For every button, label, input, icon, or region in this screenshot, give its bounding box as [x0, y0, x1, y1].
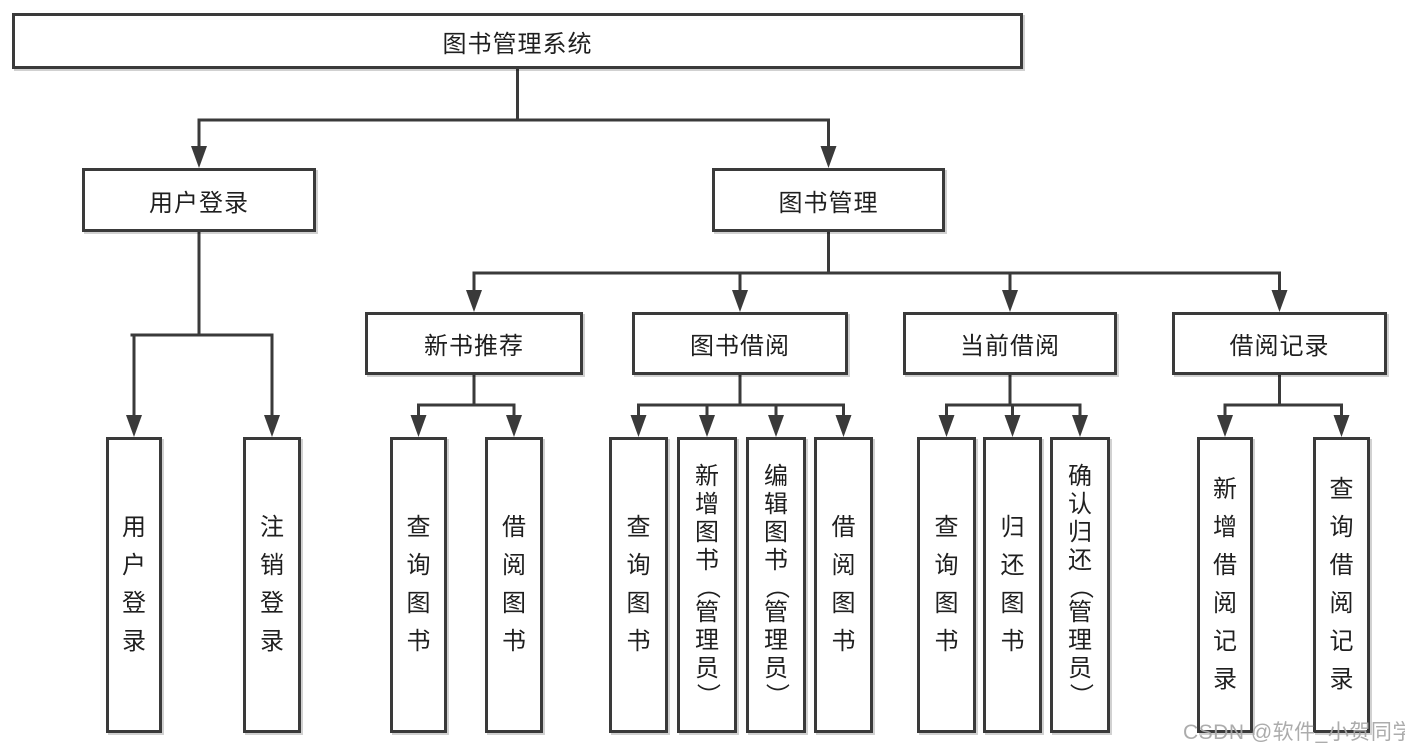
- node-book-borrowing-label: 图书借阅: [690, 333, 790, 360]
- leaf-confirm-return-admin-label: 确认归还（管理员）: [1067, 463, 1094, 708]
- node-user-login: 用户登录: [82, 168, 316, 232]
- node-book-borrowing: 图书借阅: [632, 312, 848, 375]
- node-new-book-recommend-label: 新书推荐: [424, 333, 524, 360]
- node-current-borrowing: 当前借阅: [903, 312, 1117, 375]
- leaf-logout-login: 注销登录: [243, 437, 301, 733]
- node-book-management: 图书管理: [712, 168, 945, 232]
- leaf-add-books-admin-label: 新增图书（管理员）: [694, 463, 721, 708]
- node-borrow-records-label: 借阅记录: [1229, 333, 1330, 360]
- leaf-query-books-borrowing: 查询图书: [609, 437, 668, 733]
- leaf-query-books-recommend: 查询图书: [390, 437, 447, 733]
- node-current-borrowing-label: 当前借阅: [960, 333, 1060, 360]
- connector-book-mgmt-branch: [466, 232, 1288, 312]
- csdn-watermark: CSDN @软件_小贺同学: [1183, 721, 1405, 744]
- connector-borrow-records-branch: [1217, 375, 1350, 437]
- node-book-management-label: 图书管理: [778, 189, 879, 217]
- leaf-return-books-label: 归还图书: [1000, 514, 1025, 655]
- leaf-edit-books-admin: 编辑图书（管理员）: [746, 437, 806, 733]
- leaf-borrow-books-borrowing-label: 借阅图书: [831, 514, 856, 655]
- node-new-book-recommend: 新书推荐: [365, 312, 583, 375]
- connector-book-borrow-branch: [630, 375, 852, 437]
- leaf-add-borrow-record-label: 新增借阅记录: [1213, 476, 1237, 693]
- node-user-login-label: 用户登录: [149, 189, 249, 217]
- leaf-query-books-borrowing-label: 查询图书: [626, 514, 651, 655]
- connector-user-login-branch: [126, 232, 280, 437]
- node-library-system-label: 图书管理系统: [442, 30, 593, 58]
- leaf-query-borrow-record-label: 查询借阅记录: [1329, 476, 1354, 693]
- connector-new-books-branch: [410, 375, 522, 437]
- node-library-system: 图书管理系统: [12, 13, 1023, 69]
- leaf-query-books-current-label: 查询图书: [934, 514, 959, 655]
- leaf-query-books-current: 查询图书: [917, 437, 976, 733]
- leaf-user-login: 用户登录: [106, 437, 162, 733]
- leaf-borrow-books-recommend: 借阅图书: [485, 437, 543, 733]
- leaf-query-books-recommend-label: 查询图书: [406, 514, 431, 655]
- leaf-borrow-books-borrowing: 借阅图书: [814, 437, 873, 733]
- node-borrow-records: 借阅记录: [1172, 312, 1387, 375]
- leaf-confirm-return-admin: 确认归还（管理员）: [1050, 437, 1110, 733]
- leaf-edit-books-admin-label: 编辑图书（管理员）: [763, 463, 790, 708]
- leaf-user-login-label: 用户登录: [122, 514, 146, 655]
- leaf-add-borrow-record: 新增借阅记录: [1197, 437, 1253, 733]
- leaf-query-borrow-record: 查询借阅记录: [1313, 437, 1370, 733]
- leaf-return-books: 归还图书: [983, 437, 1042, 733]
- leaf-logout-login-label: 注销登录: [260, 514, 284, 655]
- leaf-borrow-books-recommend-label: 借阅图书: [502, 514, 526, 655]
- leaf-add-books-admin: 新增图书（管理员）: [677, 437, 737, 733]
- connector-root-to-modules: [191, 69, 837, 168]
- connector-current-borrow-branch: [938, 375, 1088, 437]
